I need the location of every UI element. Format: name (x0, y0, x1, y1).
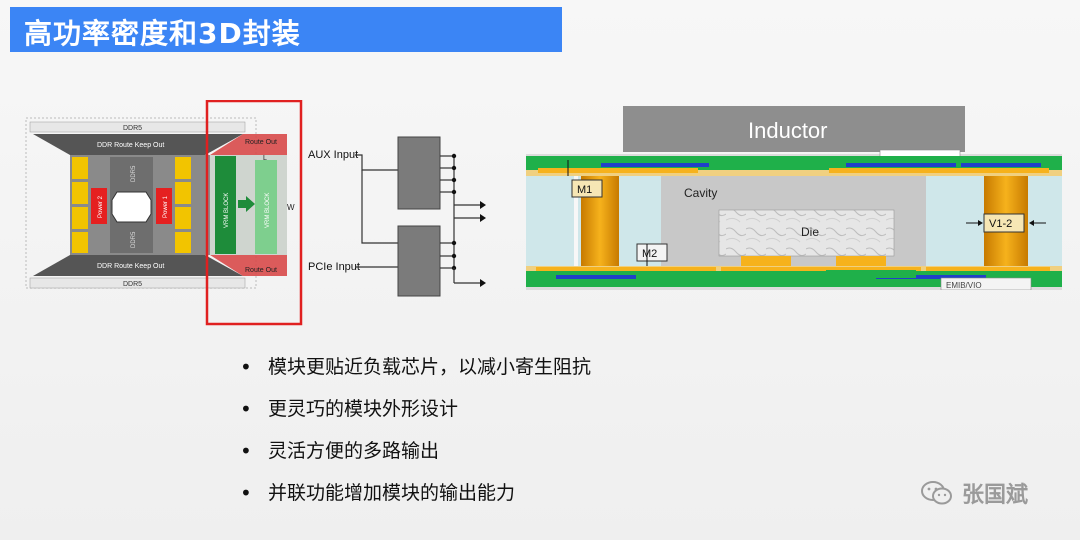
bottom-label: EMIB/VIO (946, 281, 982, 290)
l-label: L (263, 155, 267, 162)
page-title: 高功率密度和3D封装 (24, 17, 301, 50)
hsio-block (72, 232, 88, 253)
ddr5-center-top: DDR5 (131, 165, 137, 182)
power1-block (156, 188, 172, 224)
arrow-right-icon (480, 214, 486, 222)
power1-label: Power 1 (163, 195, 169, 218)
die-label: Die (801, 225, 819, 239)
v12-label: V1-2 (989, 218, 1012, 230)
power2-label: Power 2 (98, 195, 104, 218)
bullet-text: 灵活方便的多路输出 (268, 440, 440, 462)
ddr5-bottom-bar (29, 277, 246, 289)
list-item: •并联功能增加模块的输出能力 (240, 481, 516, 505)
bullet-text: 模块更贴近负载芯片，以减小寄生阻抗 (268, 356, 592, 378)
ddr5-top-label: DDR5 (123, 125, 142, 132)
w-label: W (287, 203, 295, 212)
wechat-icon (921, 481, 952, 505)
module-top (397, 136, 441, 210)
ddr-keepout-top-label: DDR Route Keep Out (97, 142, 164, 149)
pcie-input-label: PCIe Input (308, 261, 360, 273)
die-block (718, 209, 895, 257)
route-out-bottom-label: Route Out (245, 267, 277, 274)
hsio-block (72, 182, 88, 204)
bullet-text: 并联功能增加模块的输出能力 (268, 482, 516, 504)
arrow-right-icon (480, 279, 486, 287)
power2-block (91, 188, 107, 224)
ddr-keepout-top (33, 134, 243, 155)
hsio-block (72, 207, 88, 229)
hsio-block (72, 157, 88, 179)
central-die (111, 191, 152, 223)
list-item: •灵活方便的多路输出 (240, 439, 440, 463)
hsio-block (175, 232, 191, 253)
bullet-list: •模块更贴近负载芯片，以减小寄生阻抗 •更灵巧的模块外形设计 •灵活方便的多路输… (240, 350, 591, 518)
hsio-block (175, 182, 191, 204)
hsio-block (175, 157, 191, 179)
m1-label: M1 (577, 184, 592, 196)
m2-label: M2 (642, 248, 657, 260)
inductor-block (623, 106, 965, 152)
ddr5-center-bottom: DDR5 (131, 231, 137, 248)
route-out-top (210, 134, 287, 155)
highlight-frame (205, 100, 303, 326)
vrm-block-left (215, 156, 236, 254)
route-out-top-label: Route Out (245, 139, 277, 146)
ddr5-top-bar (29, 121, 246, 133)
vrm-block-right (255, 160, 277, 254)
vrm-block-right-label: VRM BLOCK (265, 193, 271, 228)
watermark: 张国斌 (920, 475, 1028, 511)
ddr5-bottom-label: DDR5 (123, 281, 142, 288)
hsio-block (175, 207, 191, 229)
block-diagram: AUX Input PCIe Input (308, 136, 486, 297)
arrow-right-icon (246, 196, 255, 212)
arrow-right-icon (480, 201, 486, 209)
cavity-label: Cavity (684, 186, 717, 200)
aux-input-label: AUX Input (308, 149, 358, 161)
ddr-keepout-bottom-label: DDR Route Keep Out (97, 263, 164, 270)
watermark-text: 张国斌 (962, 483, 1029, 508)
package-floorplan: DDR5 DDR5 DDR Route Keep Out DDR Route K… (25, 100, 303, 326)
module-bottom (397, 225, 441, 297)
list-item: •模块更贴近负载芯片，以减小寄生阻抗 (240, 355, 592, 379)
title-bar: 高功率密度和3D封装 (10, 7, 562, 52)
bullet-text: 更灵巧的模块外形设计 (268, 398, 459, 420)
package-cross-section: Inductor M1 M2 V1-2 Cavity Die EMIB/VIO (526, 106, 1062, 290)
inductor-label: Inductor (748, 118, 828, 143)
route-out-bottom (210, 255, 287, 276)
list-item: •更灵巧的模块外形设计 (240, 397, 459, 421)
vrm-block-left-label: VRM BLOCK (224, 193, 230, 228)
ddr-keepout-bottom (33, 255, 243, 276)
